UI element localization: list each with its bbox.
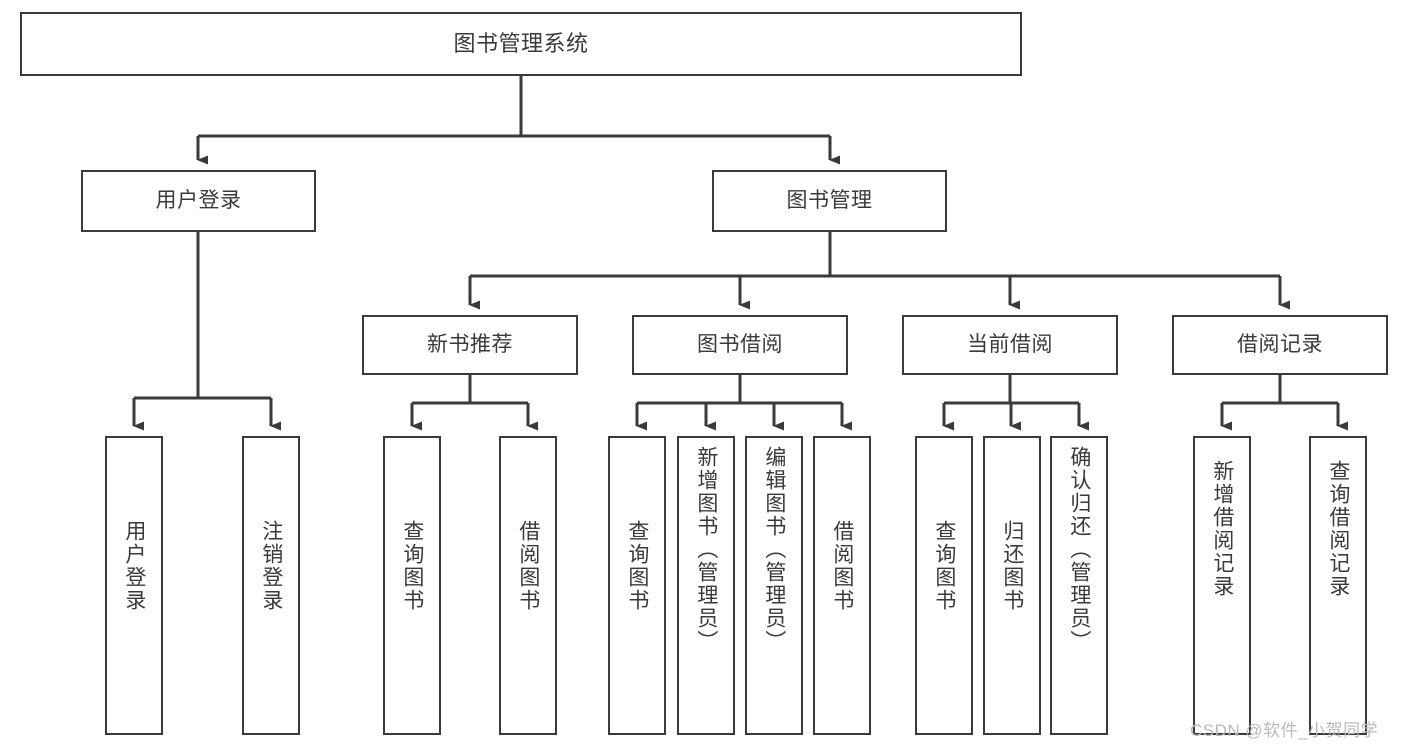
node-leaf-current-return-book[interactable]: 归还图书: [983, 436, 1041, 735]
node-label: 图书借阅: [697, 333, 783, 357]
node-label: 新增图书（管理员）: [694, 446, 718, 653]
node-leaf-borrow-query-book[interactable]: 查询图书: [608, 436, 666, 735]
node-new-book-recommend[interactable]: 新书推荐: [362, 315, 578, 375]
node-leaf-user-login-logout[interactable]: 注销登录: [242, 436, 300, 735]
node-label: 用户登录: [155, 189, 242, 213]
node-leaf-borrow-edit-book-admin[interactable]: 编辑图书（管理员）: [745, 436, 803, 735]
node-current-borrow[interactable]: 当前借阅: [902, 315, 1118, 375]
node-borrow-record[interactable]: 借阅记录: [1172, 315, 1388, 375]
node-label: 查询图书: [932, 520, 956, 612]
node-leaf-recommend-borrow-book[interactable]: 借阅图书: [499, 436, 557, 735]
node-label: 查询图书: [400, 520, 424, 612]
node-label: 借阅图书: [830, 520, 854, 612]
node-root-system[interactable]: 图书管理系统: [20, 12, 1022, 76]
node-leaf-current-confirm-return-admin[interactable]: 确认归还（管理员）: [1050, 436, 1108, 735]
node-leaf-borrow-add-book-admin[interactable]: 新增图书（管理员）: [677, 436, 735, 735]
node-book-management[interactable]: 图书管理: [712, 170, 947, 232]
node-label: 确认归还（管理员）: [1067, 446, 1091, 653]
node-leaf-record-query-record[interactable]: 查询借阅记录: [1309, 436, 1367, 735]
node-leaf-user-login-login[interactable]: 用户登录: [105, 436, 163, 735]
node-user-login[interactable]: 用户登录: [81, 170, 316, 232]
node-label: 查询借阅记录: [1326, 460, 1350, 598]
node-label: 图书管理系统: [453, 30, 589, 56]
node-leaf-record-add-record[interactable]: 新增借阅记录: [1193, 436, 1251, 735]
node-label: 新书推荐: [427, 333, 513, 357]
node-label: 当前借阅: [967, 333, 1053, 357]
node-label: 注销登录: [259, 520, 283, 612]
node-leaf-borrow-borrow-book[interactable]: 借阅图书: [813, 436, 871, 735]
node-label: 查询图书: [625, 520, 649, 612]
node-book-borrow[interactable]: 图书借阅: [632, 315, 848, 375]
node-label: 用户登录: [122, 520, 146, 612]
node-label: 编辑图书（管理员）: [762, 446, 786, 653]
node-label: 借阅记录: [1237, 333, 1323, 357]
node-leaf-current-query-book[interactable]: 查询图书: [915, 436, 973, 735]
node-leaf-recommend-query-book[interactable]: 查询图书: [383, 436, 441, 735]
node-label: 新增借阅记录: [1210, 460, 1234, 598]
watermark-text: CSDN @软件_小贺同学: [1190, 721, 1379, 740]
node-label: 图书管理: [786, 189, 873, 213]
node-label: 借阅图书: [516, 520, 540, 612]
node-label: 归还图书: [1000, 520, 1024, 612]
